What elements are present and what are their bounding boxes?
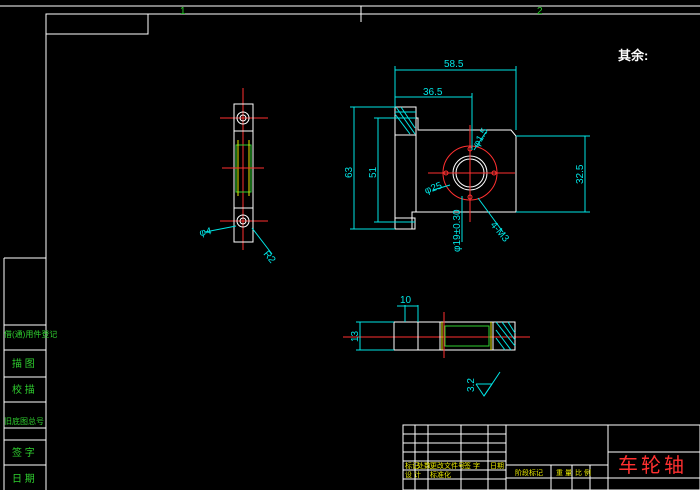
title-block	[402, 424, 700, 490]
side-view	[204, 88, 273, 255]
dim-13: 13	[350, 330, 361, 342]
tb-label-stage: 阶段标记	[515, 468, 543, 477]
tb-label-count: 处数	[417, 461, 431, 470]
dim-phi19: φ19±0.30	[452, 209, 463, 252]
sheet-border	[0, 5, 700, 490]
tb-label-scale: 比 例	[575, 468, 591, 477]
section-view	[343, 305, 530, 397]
left-label-date: 日 期	[12, 473, 35, 485]
left-label-sign: 签 字	[12, 446, 35, 459]
left-label-check: 校 描	[12, 383, 35, 396]
dim-phi-small: φ1.5	[471, 126, 491, 150]
dim-51: 51	[368, 166, 379, 178]
dim-10: 10	[400, 295, 412, 306]
dim-63: 63	[344, 166, 355, 178]
dim-58-5: 58.5	[444, 59, 464, 70]
roughness-value: 3.2	[466, 378, 477, 392]
tb-label-design: 设 计	[405, 470, 421, 479]
zone-label-1: 1	[180, 6, 186, 17]
remark-text: 其余:	[618, 48, 648, 63]
dim-phi4: φ4	[199, 226, 213, 239]
tb-label-sign: 签 字	[464, 461, 480, 470]
left-label-reg: 借(通)用件登记	[4, 329, 57, 339]
dim-r2: R2	[261, 249, 278, 266]
dim-phi25: φ25	[423, 180, 444, 197]
dim-4-m3: 4-M3	[488, 220, 511, 245]
tb-label-weight: 重 量	[556, 469, 572, 477]
front-view	[350, 66, 590, 242]
left-record-strip	[4, 324, 46, 466]
left-label-draw: 描 图	[12, 357, 35, 370]
tb-label-mark: 标记	[405, 461, 419, 470]
tb-label-date: 日期	[490, 462, 504, 470]
dim-36-5: 36.5	[423, 87, 443, 98]
tb-label-change: 更改文件号	[430, 461, 465, 470]
part-name: 车轮轴	[618, 454, 687, 477]
tb-label-standard: 标准化	[430, 470, 451, 479]
zone-label-2: 2	[537, 6, 543, 17]
left-label-olddwg: 旧底图总号	[4, 416, 44, 426]
dim-32-5: 32.5	[575, 164, 586, 184]
